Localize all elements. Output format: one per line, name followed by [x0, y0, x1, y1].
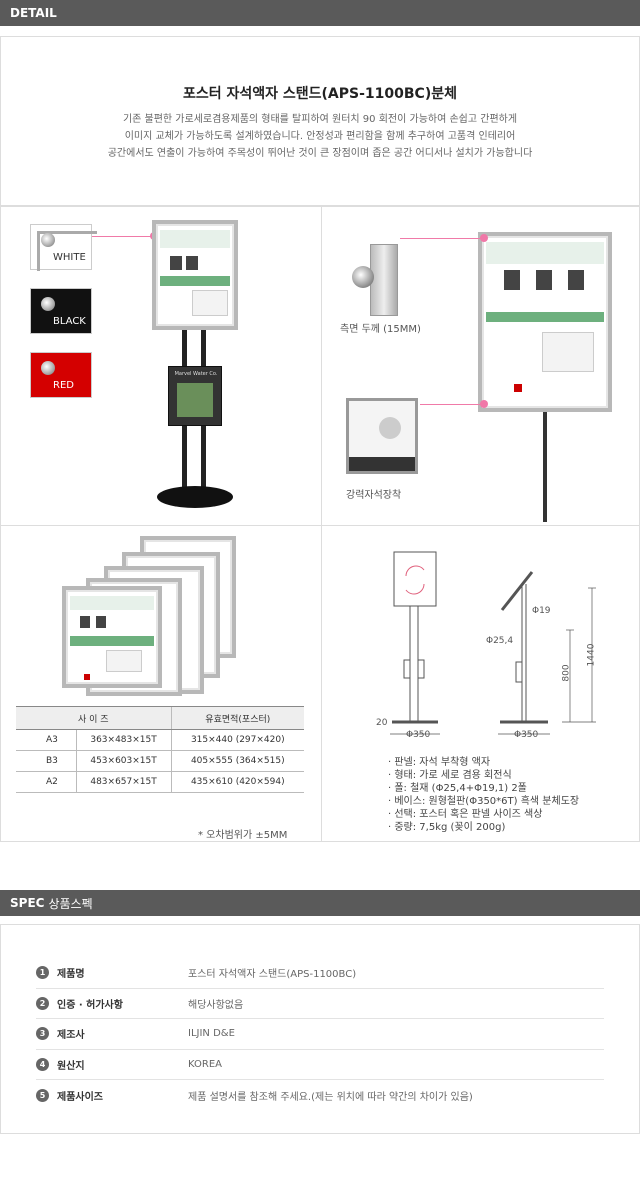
intro-description: 기존 불편한 가로세로겸용제품의 형태를 탈피하여 원터치 90 회전이 가능하…	[1, 111, 639, 162]
dim-label-20: 20	[376, 718, 388, 728]
side-view	[500, 571, 548, 724]
spec-key: 제품사이즈	[57, 1091, 103, 1103]
list-item: · 형태: 가로 세로 겸용 회전식	[388, 770, 512, 781]
list-item: · 선택: 포스터 혹은 판넬 사이즈 색상	[388, 809, 543, 820]
size-dim-cell: 483×657×15T	[75, 771, 172, 793]
dim-label-1440: 1440	[586, 643, 597, 667]
spec-row: 1 제품명 포스터 자석액자 스탠드(APS-1100BC)	[36, 958, 604, 989]
dim-label-base-right: Φ350	[514, 730, 539, 740]
grid-divider-horizontal	[1, 525, 639, 526]
detail-header-bar: DETAIL	[0, 0, 640, 26]
size-area-cell: 315×440 (297×420)	[170, 729, 304, 751]
magnet-closeup	[346, 398, 418, 474]
side-profile	[370, 244, 398, 316]
area-column-header: 유효면적(포스터)	[170, 706, 304, 730]
color-label-red: RED	[53, 380, 74, 391]
size-area-cell: 435×610 (420×594)	[170, 771, 304, 793]
list-item: · 베이스: 원형철판(Φ350*6T) 흑색 분체도장	[388, 796, 580, 807]
magnet-knob-icon	[352, 266, 374, 288]
spec-value: KOREA	[188, 1058, 222, 1070]
brochure-label: Marvel Water Co.	[174, 371, 218, 377]
list-item: · 폴: 철재 (Φ25,4+Φ19,1) 2폴	[388, 783, 527, 794]
dimension-lines	[390, 587, 596, 735]
intro-line: 기존 불편한 가로세로겸용제품의 형태를 탈피하여 원터치 90 회전이 가능하…	[122, 114, 518, 125]
color-swatch-red: RED	[30, 352, 92, 398]
callout-line	[420, 404, 484, 405]
size-column-header: 사 이 즈	[16, 706, 172, 730]
callout-line	[400, 238, 482, 239]
spec-number-badge: 4	[36, 1057, 49, 1071]
callout-line	[92, 236, 154, 237]
side-thickness-label: 측면 두께 (15MM)	[340, 324, 421, 335]
stand-base	[157, 486, 233, 508]
size-name-cell: B3	[16, 750, 76, 772]
spec-number-badge: 3	[36, 1027, 49, 1041]
dim-label-25: Φ25,4	[486, 636, 514, 646]
color-swatch-white: WHITE	[30, 224, 97, 271]
magnet-knob-icon	[41, 233, 55, 247]
spec-header-label: SPEC	[10, 896, 45, 910]
dim-label-19: Φ19	[532, 606, 551, 616]
spec-value: ILJIN D&E	[188, 1028, 235, 1040]
list-item: · 중량: 7,5kg (꽂이 200g)	[388, 822, 506, 833]
size-dim-cell: 453×603×15T	[75, 750, 172, 772]
magnet-label: 강력자석장착	[346, 490, 402, 501]
list-item: · 판넬: 자석 부착형 액자	[388, 757, 491, 768]
color-swatch-black: BLACK	[30, 288, 92, 334]
table-row: A3 363×483×15T 315×440 (297×420)	[16, 729, 304, 751]
spec-value: 해당사항없음	[188, 999, 244, 1011]
magnet-knob-icon	[41, 361, 55, 375]
tolerance-note: * 오차범위가 ±5MM	[198, 830, 288, 841]
color-label-black: BLACK	[53, 316, 86, 327]
magnet-knob-icon	[41, 297, 55, 311]
product-title: 포스터 자석액자 스탠드(APS-1100BC)분체	[182, 86, 457, 102]
callout-dot	[480, 234, 488, 242]
table-row: A2 483×657×15T 435×610 (420×594)	[16, 771, 304, 793]
large-poster-frame	[478, 232, 612, 412]
spec-section	[0, 924, 640, 1134]
spec-header-bar: SPEC 상품스펙	[0, 890, 640, 916]
spec-value: 포스터 자석액자 스탠드(APS-1100BC)	[188, 969, 357, 981]
size-area-cell: 405×555 (364×515)	[170, 750, 304, 772]
brochure-holder: Marvel Water Co.	[168, 366, 222, 426]
intro-line: 공간에서도 연출이 가능하여 주목성이 뛰어난 것이 큰 장점이며 좁은 공간 …	[107, 148, 533, 159]
size-dim-cell: 363×483×15T	[75, 729, 172, 751]
size-name-cell: A3	[16, 729, 76, 751]
callout-dot	[480, 400, 488, 408]
spec-key: 제조사	[57, 1030, 85, 1042]
frame-corner	[37, 231, 97, 271]
size-name-cell: A2	[16, 771, 76, 793]
dim-label-800: 800	[561, 664, 572, 682]
spec-number-badge: 1	[36, 966, 49, 980]
size-table: 사 이 즈 유효면적(포스터) A3 363×483×15T 315×440 (…	[16, 706, 304, 793]
table-row: B3 453×603×15T 405×555 (364×515)	[16, 750, 304, 772]
spec-row: 2 인증 · 허가사항 해당사항없음	[36, 989, 604, 1019]
large-stand-pole	[543, 412, 547, 522]
spec-row: 3 제조사 ILJIN D&E	[36, 1019, 604, 1050]
dim-label-base-left: Φ350	[406, 730, 431, 740]
spec-header-sub: 상품스펙	[48, 896, 93, 911]
front-view	[392, 551, 438, 724]
spec-number-badge: 5	[36, 1088, 49, 1102]
spec-number-badge: 2	[36, 996, 49, 1010]
intro-section: 포스터 자석액자 스탠드(APS-1100BC)분체 기존 불편한 가로세로겸용…	[0, 36, 640, 206]
intro-line: 이미지 교체가 가능하도록 설계하였습니다. 안정성과 편리함을 함께 추구하여…	[124, 131, 516, 142]
technical-diagram	[390, 551, 596, 735]
spec-bullet-list: · 판넬: 자석 부착형 액자 · 형태: 가로 세로 겸용 회전식 · 폴: …	[388, 756, 579, 834]
color-label-white: WHITE	[53, 252, 86, 263]
spec-table: 1 제품명 포스터 자석액자 스탠드(APS-1100BC) 2 인증 · 허가…	[36, 958, 604, 1111]
spec-row: 4 원산지 KOREA	[36, 1050, 604, 1080]
spec-key: 인증 · 허가사항	[57, 999, 123, 1011]
spec-key: 원산지	[57, 1060, 85, 1072]
table-header-row: 사 이 즈 유효면적(포스터)	[16, 706, 304, 730]
stand-poster-frame	[152, 220, 238, 330]
spec-value: 제품 설명서를 참조해 주세요.(제는 위치에 따라 약간의 차이가 있음)	[188, 1091, 473, 1103]
spec-key: 제품명	[57, 969, 85, 981]
detail-header-label: DETAIL	[10, 6, 57, 20]
spec-row: 5 제품사이즈 제품 설명서를 참조해 주세요.(제는 위치에 따라 약간의 차…	[36, 1080, 604, 1111]
grid-divider-vertical	[321, 207, 322, 841]
